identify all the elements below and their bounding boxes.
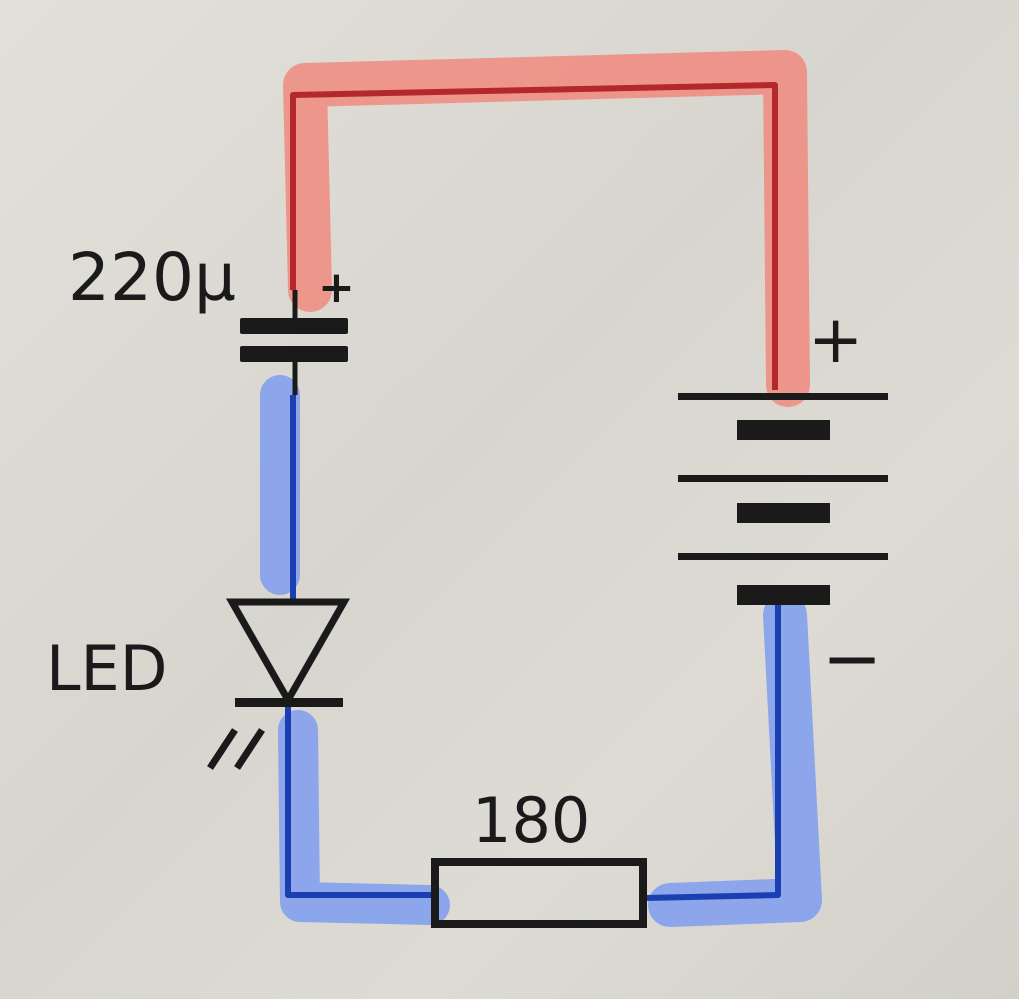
led-symbol [207, 598, 351, 770]
negative-highlight [260, 375, 822, 927]
battery-symbol [678, 393, 888, 605]
battery-negative-label: − [822, 616, 882, 700]
positive-wire [290, 82, 778, 390]
capacitor-symbol [240, 318, 348, 362]
resistor-symbol [431, 858, 647, 928]
led-label: LED [46, 632, 167, 705]
resistor-label: 180 [472, 784, 590, 857]
battery-positive-label: + [808, 301, 863, 378]
negative-wire [285, 395, 781, 901]
capacitor-polarity: + [318, 262, 355, 313]
capacitor-label: 220µ [68, 239, 236, 316]
positive-highlight [283, 50, 810, 407]
